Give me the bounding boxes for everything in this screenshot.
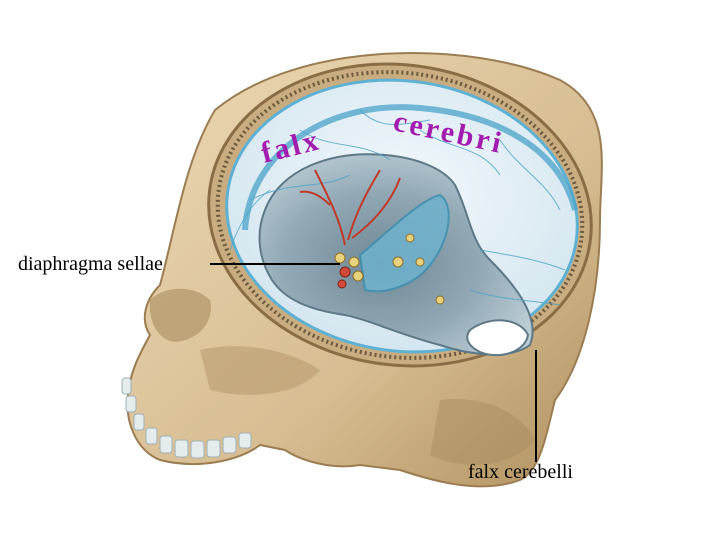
label-falx-cerebelli: falx cerebelli	[468, 461, 573, 483]
vessel	[359, 109, 431, 125]
tooth	[125, 395, 137, 413]
nerve-stump	[392, 256, 404, 268]
tooth	[159, 435, 173, 454]
vessel	[229, 189, 271, 251]
falx-cerebri-band	[242, 104, 578, 231]
tooth	[222, 436, 237, 454]
nerve-stump	[339, 266, 351, 278]
vessel	[419, 129, 501, 176]
diploe-band	[215, 70, 585, 360]
tooth	[238, 432, 252, 449]
artery	[299, 190, 331, 206]
orbit-shadow	[149, 288, 211, 342]
sella-nerves	[334, 233, 445, 305]
dura-vessels	[229, 109, 566, 306]
artery	[351, 177, 401, 239]
nerve-stump	[435, 295, 445, 305]
nerve-stump	[348, 256, 360, 268]
nerve-stump	[405, 233, 415, 243]
nerve-stump	[415, 257, 425, 267]
tooth	[174, 439, 189, 458]
vessel	[499, 139, 561, 211]
cheek-shadow	[200, 346, 320, 395]
tooth	[206, 439, 221, 458]
vessel	[249, 174, 351, 201]
artery	[314, 169, 346, 246]
artery	[347, 169, 381, 241]
tooth	[121, 377, 132, 395]
vessel	[469, 289, 561, 306]
label-diaphragma-sellae: diaphragma sellae	[18, 253, 163, 275]
arteries	[299, 169, 401, 246]
tooth	[145, 427, 158, 445]
nerve-stump	[352, 270, 364, 282]
tentorium	[358, 193, 450, 293]
tooth	[133, 413, 145, 431]
tooth	[190, 440, 205, 459]
nerve-stump	[337, 279, 347, 289]
nerve-stump	[334, 252, 346, 264]
mastoid-shadow	[430, 399, 535, 465]
posterior-fossa-opening	[466, 319, 530, 357]
vessel	[479, 249, 566, 271]
vessel	[299, 129, 391, 161]
teeth	[121, 377, 252, 459]
